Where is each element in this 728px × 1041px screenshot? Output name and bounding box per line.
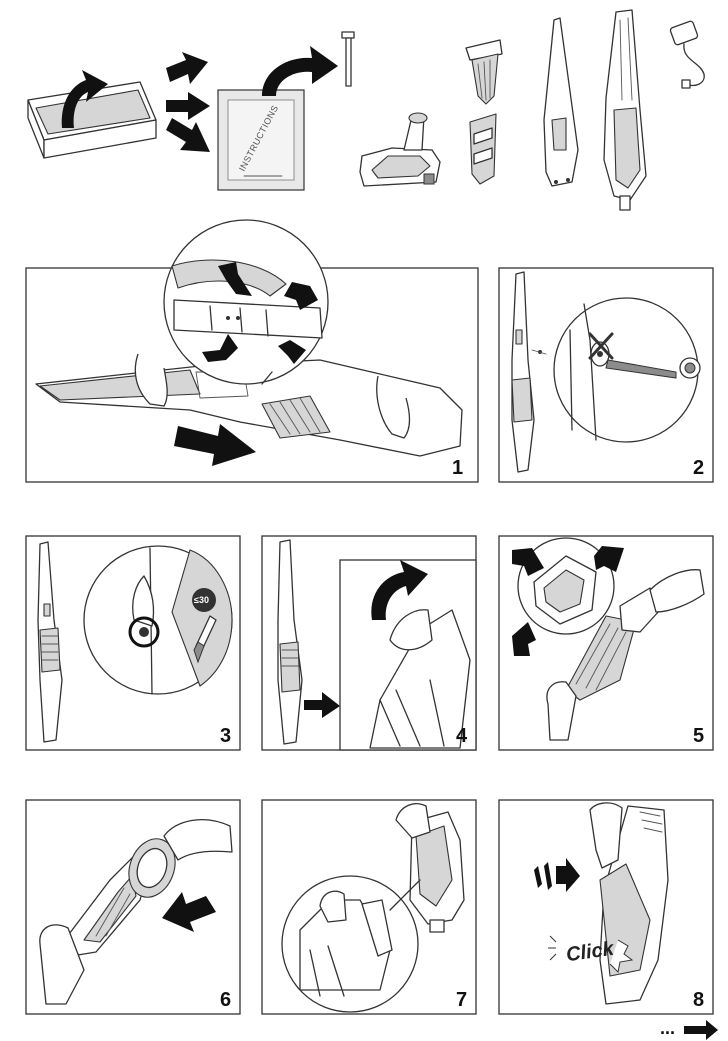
step-number: 1 xyxy=(452,457,463,479)
step-number: 7 xyxy=(456,989,467,1011)
open-box xyxy=(27,70,157,159)
stand-part xyxy=(543,17,579,187)
arrow-right-icon xyxy=(166,52,208,84)
press-arrow-icon xyxy=(512,622,536,656)
instructions-booklet: INSTRUCTIONS xyxy=(217,89,305,191)
step-number: 3 xyxy=(220,725,231,747)
floor-brush-part xyxy=(359,112,441,187)
click-burst-icon xyxy=(609,939,634,974)
arrow-right-icon xyxy=(166,92,210,120)
step-panel-3: ≤30 3 xyxy=(25,535,241,751)
arrow-right-icon xyxy=(166,118,210,152)
step-panel-5: 5 xyxy=(498,535,714,751)
charger-part xyxy=(669,20,705,89)
press-arrow-icon xyxy=(202,334,238,362)
step-number: 5 xyxy=(693,725,704,747)
step-number: 4 xyxy=(456,725,468,747)
filter-cone-part xyxy=(469,113,497,185)
lift-arrow-icon xyxy=(61,70,108,128)
step-panel-7: 7 xyxy=(261,799,477,1015)
press-arrow-icon xyxy=(278,340,306,364)
screw-part xyxy=(341,31,355,87)
step-panel-4: 4 xyxy=(261,535,477,751)
press-arrow-icon xyxy=(594,546,624,572)
press-arrow-icon xyxy=(512,548,544,576)
step-panel-6: 6 xyxy=(25,799,241,1015)
press-arrow-icon xyxy=(284,282,318,310)
arrow-down-left-icon xyxy=(162,892,216,932)
step-number: 2 xyxy=(693,457,704,479)
slide-arrow-icon xyxy=(174,424,256,466)
filter-holder-part xyxy=(465,39,503,105)
step-number: 8 xyxy=(693,989,704,1011)
continue-dots: ... xyxy=(660,1018,675,1038)
step-panel-8: Click 8 xyxy=(498,799,714,1015)
vacuum-cleaner-part xyxy=(603,9,647,211)
step-number: 6 xyxy=(220,989,231,1011)
step-panel-2: 2 xyxy=(498,267,714,483)
cross-mark-icon xyxy=(588,332,614,360)
badge xyxy=(192,588,216,612)
continue-indicator: ... xyxy=(660,1018,718,1040)
click-burst-icon xyxy=(548,935,557,961)
arrow-right-icon xyxy=(304,692,340,718)
press-arrow-icon xyxy=(218,262,252,296)
curved-arrow-icon xyxy=(371,560,428,620)
box-contents-section: INSTRUCTIONS xyxy=(27,9,705,211)
curved-arrow-icon xyxy=(262,46,338,96)
badge-label: ≤30 xyxy=(194,595,209,605)
step-panel-1: 1 xyxy=(25,219,479,483)
push-arrow-icon xyxy=(534,858,580,892)
continue-arrow-icon xyxy=(684,1020,718,1040)
